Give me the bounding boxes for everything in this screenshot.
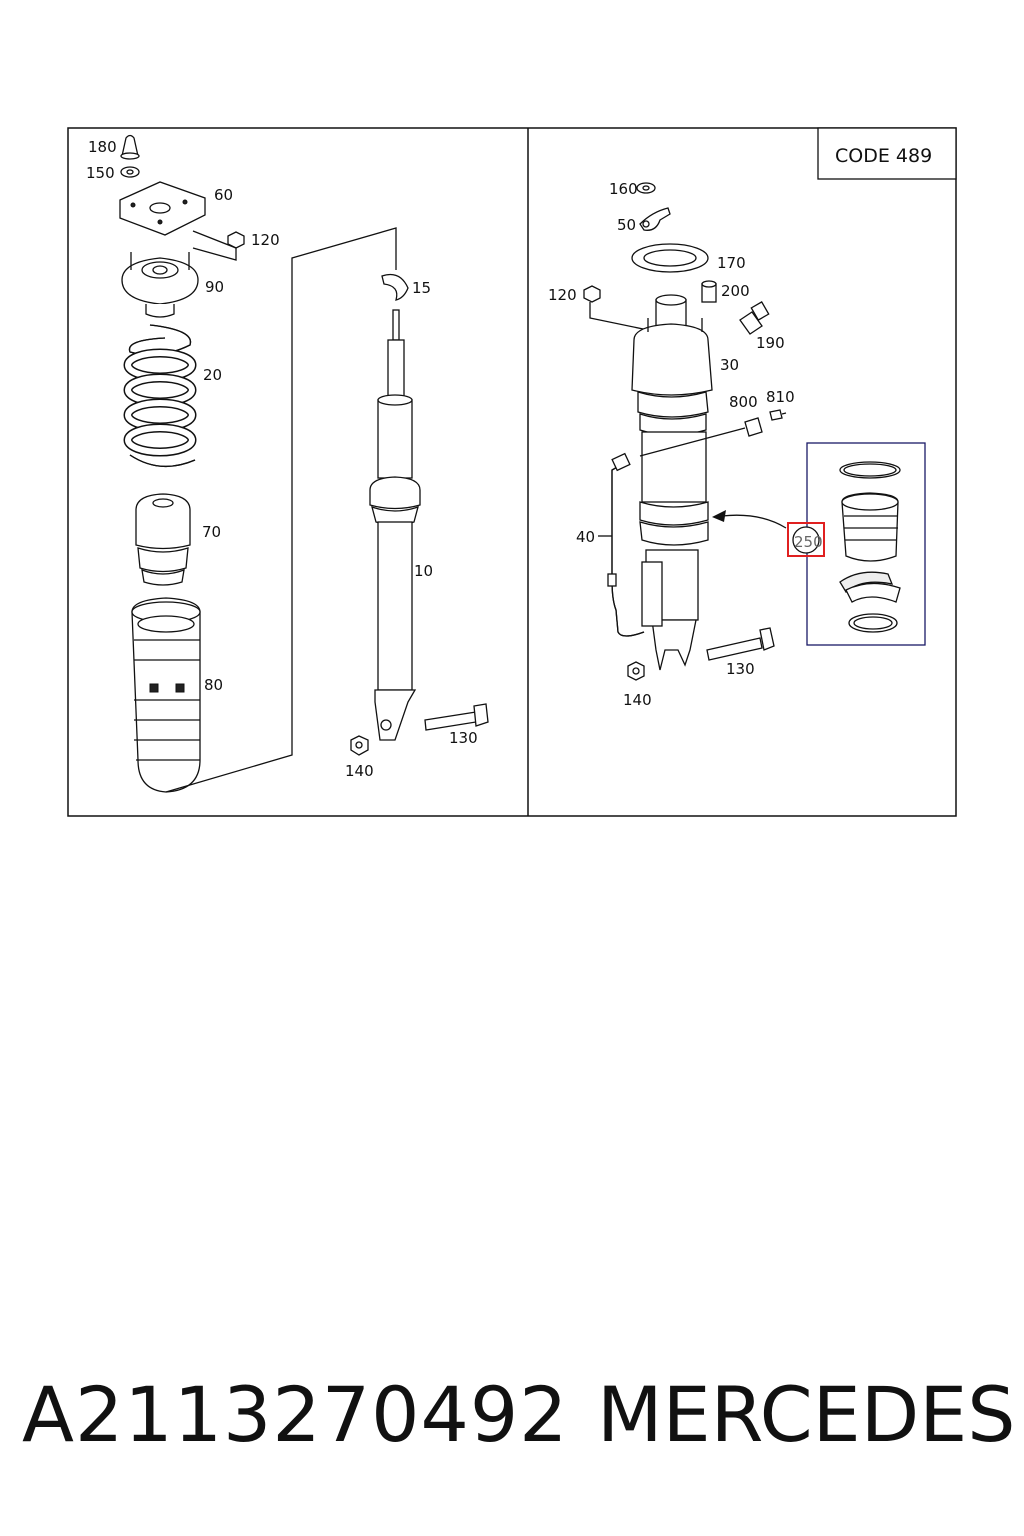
- part-90-strut-mount: [121, 252, 199, 318]
- label-190: 190: [756, 334, 785, 352]
- label-30: 30: [720, 356, 739, 374]
- label-800: 800: [729, 393, 758, 411]
- part-40-sensor-line: [598, 452, 645, 637]
- part-70-bump-stop: [135, 493, 191, 586]
- code-box-label: CODE 489: [835, 145, 932, 167]
- footer: A2113270492 MERCEDES: [0, 1370, 1024, 1480]
- label-810: 810: [766, 388, 795, 406]
- part-20-coil-spring: [123, 324, 197, 468]
- part-160-washer: [636, 182, 656, 194]
- brand-name: MERCEDES: [597, 1370, 1016, 1459]
- part-130-bolt-right: [706, 627, 775, 661]
- part-130-bolt: [424, 703, 489, 731]
- label-20: 20: [203, 366, 222, 384]
- part-190-valve: [739, 301, 770, 335]
- label-130-right: 130: [726, 660, 755, 678]
- label-15: 15: [412, 279, 431, 297]
- part-number: A2113270492: [22, 1370, 569, 1459]
- part-180-cap: [120, 134, 140, 160]
- label-90: 90: [205, 278, 224, 296]
- part-140-nut-right: [627, 661, 645, 681]
- kit-arrow: [721, 514, 787, 529]
- left-panel: 180 150 60 120 90 20 70 80 15 10 130 140: [86, 134, 489, 793]
- kit-arrowhead: [712, 510, 726, 522]
- part-120-nut-right: [583, 285, 649, 331]
- left-bracket-line: [165, 227, 397, 793]
- label-140-left: 140: [345, 762, 374, 780]
- label-180: 180: [88, 138, 117, 156]
- label-150: 150: [86, 164, 115, 182]
- part-10-shock-absorber: [369, 309, 421, 741]
- label-170: 170: [717, 254, 746, 272]
- part-200-fitting: [701, 280, 717, 303]
- label-130-left: 130: [449, 729, 478, 747]
- label-10: 10: [414, 562, 433, 580]
- part-50-bracket: [639, 207, 671, 231]
- repair-kit-box: [806, 442, 926, 646]
- label-60: 60: [214, 186, 233, 204]
- label-160: 160: [609, 180, 638, 198]
- code-box: [817, 127, 957, 180]
- part-80-dust-boot: [131, 597, 201, 793]
- diagram-frame: [67, 127, 957, 817]
- label-140-right: 140: [623, 691, 652, 709]
- part-170-gasket: [631, 243, 709, 273]
- label-200: 200: [721, 282, 750, 300]
- parts-diagram: 180 150 60 120 90 20 70 80 15 10 130 140…: [67, 127, 957, 817]
- part-15-clip: [381, 273, 409, 301]
- part-120-nut: [192, 230, 245, 261]
- label-80: 80: [204, 676, 223, 694]
- label-70: 70: [202, 523, 221, 541]
- part-60-top-mount: [119, 181, 206, 236]
- label-40: 40: [576, 528, 595, 546]
- part-140-nut: [350, 735, 369, 756]
- label-120-left: 120: [251, 231, 280, 249]
- part-150-washer: [120, 166, 140, 178]
- part-800-connector: [639, 417, 763, 457]
- part-810-plug: [769, 409, 787, 421]
- label-250[interactable]: 250: [794, 533, 823, 551]
- label-120-right: 120: [548, 286, 577, 304]
- highlight-250[interactable]: [787, 522, 825, 557]
- label-50: 50: [617, 216, 636, 234]
- right-panel: CODE 489: [548, 127, 957, 709]
- part-30-air-strut: [631, 294, 713, 671]
